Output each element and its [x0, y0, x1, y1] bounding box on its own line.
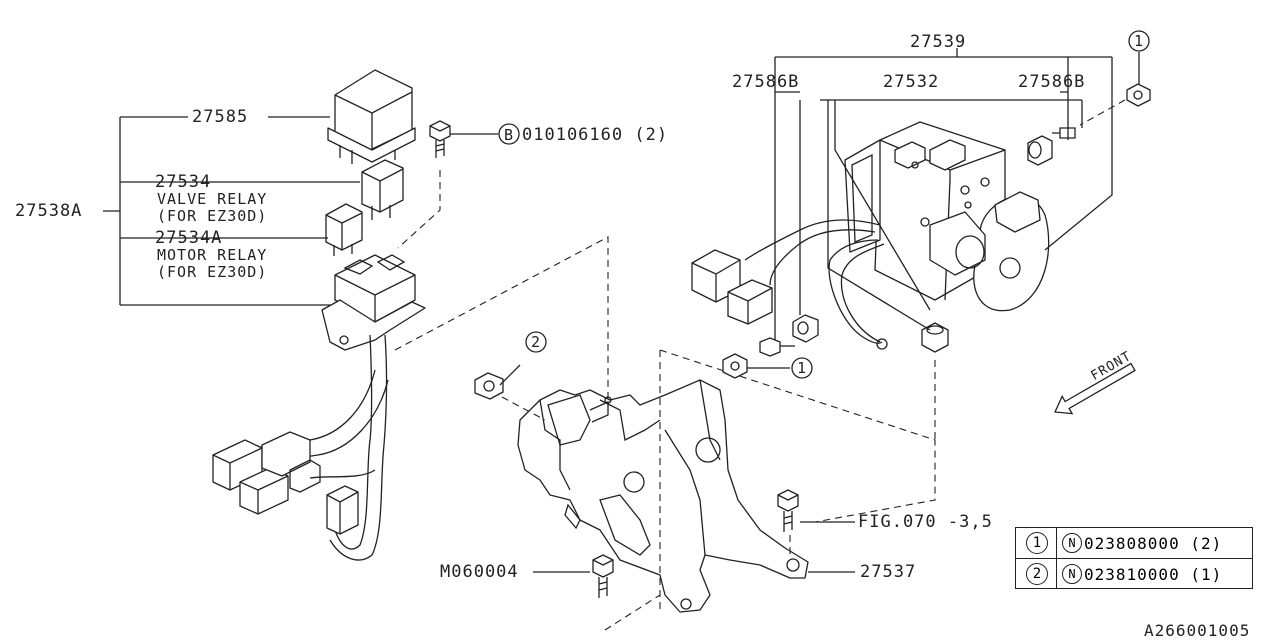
callout-2-icon — [525, 331, 547, 353]
callout-1-top-icon — [1128, 30, 1150, 52]
group-bracket-27538a — [103, 116, 360, 306]
legend-code: 023808000 (2) — [1084, 534, 1223, 553]
label-27538a: 27538A — [15, 201, 83, 221]
label-callout-1-top: 1 — [1134, 32, 1145, 50]
legend-code: 023810000 (1) — [1084, 565, 1223, 584]
motor-relay-27534a — [325, 203, 363, 256]
label-27586b-right: 27586B — [1018, 72, 1086, 92]
grommet-bottom — [921, 322, 949, 353]
callout-1-mid-icon — [791, 357, 813, 379]
callout-b-icon — [498, 123, 520, 145]
label-for-ez30d-2: (FOR EZ30D) — [157, 263, 268, 281]
abs-wiring — [691, 219, 888, 350]
front-arrow-icon — [1054, 362, 1136, 415]
label-27534: 27534 — [155, 172, 212, 192]
legend-num-cell: 1 — [1016, 528, 1057, 558]
label-27534a: 27534A — [155, 228, 223, 248]
legend-row: 1 N 023808000 (2) — [1016, 528, 1252, 558]
label-callout-1-mid: 1 — [797, 359, 808, 377]
label-valve-relay: VALVE RELAY — [157, 190, 268, 208]
guide-dash-1 — [394, 236, 609, 400]
legend-n-icon: N — [1062, 564, 1082, 584]
nut-2 — [474, 364, 546, 421]
nut-1-mid — [722, 353, 790, 379]
relay-box-27585 — [327, 69, 416, 164]
label-for-ez30d-1: (FOR EZ30D) — [157, 207, 268, 225]
bushing-27586b-right — [1027, 127, 1076, 166]
label-callout-2: 2 — [531, 333, 542, 351]
grommet-mid — [792, 314, 819, 343]
label-27586b-left: 27586B — [732, 72, 800, 92]
label-27532: 27532 — [883, 72, 940, 92]
bolt-fig070 — [777, 489, 855, 555]
bracket-27537 — [517, 379, 809, 613]
label-fig070: FIG.070 -3,5 — [858, 512, 993, 532]
legend-row: 2 N 023810000 (1) — [1016, 558, 1252, 589]
label-27585: 27585 — [192, 107, 249, 127]
harness-connectors — [212, 431, 359, 535]
label-27539: 27539 — [910, 32, 967, 52]
group-bracket-27539 — [774, 48, 1113, 340]
bolt-b — [397, 120, 498, 249]
label-bolt-b-letter: B — [504, 126, 515, 144]
relay-holder — [321, 254, 426, 351]
label-motor-relay: MOTOR RELAY — [157, 246, 268, 264]
nut-1-top — [1079, 52, 1151, 126]
bolt-m060004 — [533, 554, 614, 598]
valve-relay-27534 — [361, 159, 404, 220]
legend-num-cell: 2 — [1016, 559, 1057, 589]
legend-num: 2 — [1026, 563, 1048, 585]
label-27537: 27537 — [860, 562, 917, 582]
legend-table: 1 N 023808000 (2) 2 N 023810000 (1) — [1015, 527, 1253, 589]
legend-n-icon: N — [1062, 533, 1082, 553]
hydraulic-unit-27532 — [844, 121, 1050, 312]
label-m060004: M060004 — [440, 562, 519, 582]
label-diagram-id: A266001005 — [1144, 621, 1251, 640]
label-bolt-b-code: 010106160 (2) — [522, 125, 669, 145]
legend-num: 1 — [1026, 532, 1048, 554]
bushing-27586b-left — [759, 337, 795, 357]
